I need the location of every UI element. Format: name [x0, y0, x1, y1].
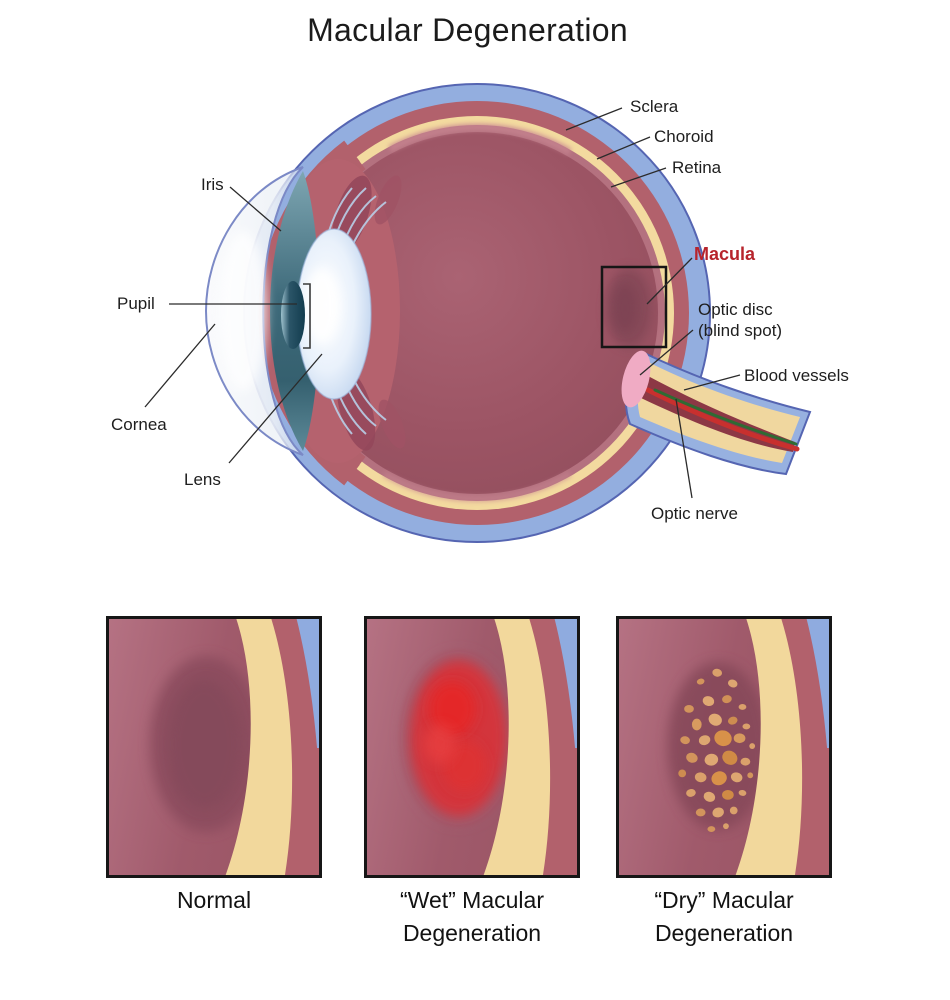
macula-region [606, 268, 652, 348]
optic-disc-leader-line [639, 329, 694, 376]
panel-dry-box [616, 616, 832, 878]
leader-lines [144, 107, 741, 499]
panel-wet-box [364, 616, 580, 878]
sclera-label: Sclera [630, 97, 679, 116]
iris-label: Iris [201, 175, 224, 194]
panel-wet: “Wet” Macular Degeneration [364, 616, 580, 946]
dry-macula-illustration [619, 619, 829, 875]
cornea-label: Cornea [111, 415, 167, 434]
lens-leader-line [228, 353, 323, 464]
choroid-label: Choroid [654, 127, 714, 146]
retina-label: Retina [672, 158, 722, 177]
optic-disc-label-line1: Optic disc [698, 300, 773, 319]
panel-normal: Normal [106, 616, 322, 913]
dry-macula-oval [667, 661, 769, 831]
optic-nerve-leader-line [675, 398, 693, 499]
macula-leader-line [646, 257, 693, 305]
drusen-dots [678, 668, 756, 833]
caption-line: Degeneration [654, 920, 794, 946]
lens-label: Lens [184, 470, 221, 489]
iris-leader-line [229, 186, 282, 232]
blood-vessels-label: Blood vessels [744, 366, 849, 385]
cornea-leader-line [144, 323, 216, 408]
panel-dry-caption: “Dry” Macular Degeneration [604, 884, 844, 950]
macula-label: Macula [694, 244, 756, 264]
sclera-leader-line [565, 107, 623, 131]
panel-dry: “Dry” Macular Degeneration [616, 616, 832, 946]
optic-disc-label: Optic disc (blind spot) [698, 299, 782, 341]
pupil-shape [281, 281, 305, 349]
optic-nerve-label: Optic nerve [651, 504, 738, 523]
choroid-leader-line [596, 136, 651, 160]
macula-highlight-box [600, 265, 668, 349]
blood-vessels-leader-line [683, 374, 741, 391]
optic-nerve-shape [621, 350, 812, 476]
vein-line [653, 388, 798, 446]
optic-disc-label-line2: (blind spot) [698, 321, 783, 340]
page-title: Macular Degeneration [307, 12, 628, 48]
panel-normal-caption: Normal [94, 884, 334, 917]
anterior-segment [204, 159, 406, 463]
wet-macula-illustration [367, 619, 577, 875]
caption-line: Degeneration [402, 920, 542, 946]
pupil-label: Pupil [117, 294, 155, 313]
panel-normal-box [106, 616, 322, 878]
pupil-bracket [303, 283, 311, 349]
panel-wet-caption: “Wet” Macular Degeneration [352, 884, 592, 950]
caption-line: Normal [176, 887, 252, 913]
caption-line: “Dry” Macular [654, 887, 794, 913]
retina-leader-line [610, 167, 667, 188]
artery-line [645, 387, 800, 452]
optic-disc-shape [621, 350, 651, 408]
normal-macula-illustration [109, 619, 319, 875]
caption-line: “Wet” Macular [400, 887, 544, 913]
